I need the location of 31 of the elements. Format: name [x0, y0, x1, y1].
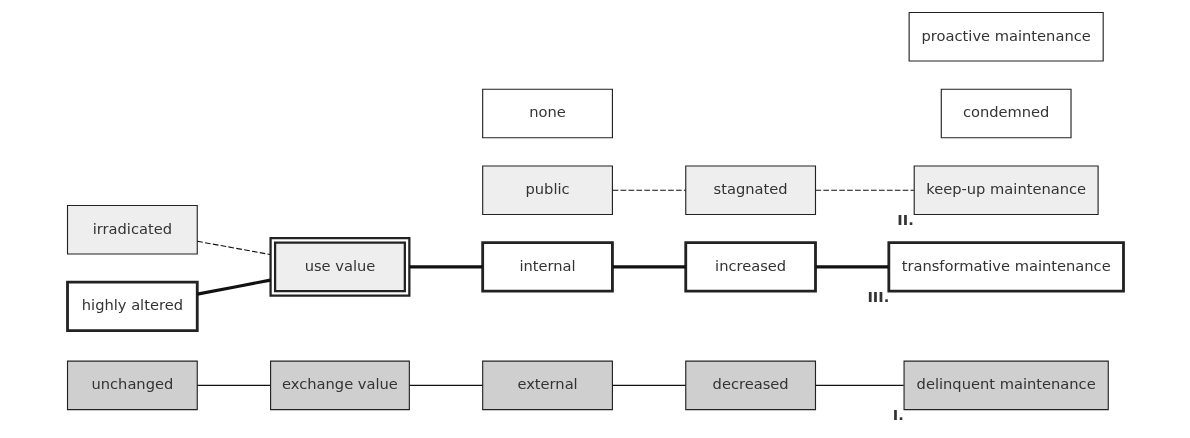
node-label: III. — [866, 287, 889, 305]
node-box: increased — [683, 241, 817, 293]
connector — [612, 265, 686, 269]
node-box: transformative maintenance — [886, 241, 1125, 293]
connector — [196, 384, 271, 386]
connector — [408, 265, 482, 269]
connector — [814, 189, 914, 191]
node-box: irradicated — [66, 204, 198, 255]
node-box: none — [481, 88, 613, 139]
node-box: internal — [480, 241, 614, 293]
node-box: decreased — [684, 360, 816, 411]
node-box: use value — [268, 237, 410, 297]
node-label: II. — [896, 211, 914, 229]
node-box: unchanged — [66, 360, 198, 411]
node-box: external — [481, 360, 613, 411]
connector — [196, 278, 271, 296]
connector — [814, 384, 904, 386]
node-box: delinquent maintenance — [903, 360, 1109, 411]
node-label: I. — [892, 406, 904, 424]
node-box: proactive maintenance — [908, 11, 1104, 62]
node-box: stagnated — [684, 165, 816, 216]
connector — [611, 384, 686, 386]
connector — [408, 384, 483, 386]
connector — [196, 240, 271, 256]
node-box: condemned — [940, 88, 1072, 139]
node-box: public — [481, 165, 613, 216]
node-box: exchange value — [269, 360, 410, 411]
connector — [611, 189, 686, 191]
node-box: highly altered — [65, 280, 199, 333]
connector — [815, 265, 888, 269]
node-box: keep-up maintenance — [913, 165, 1099, 216]
